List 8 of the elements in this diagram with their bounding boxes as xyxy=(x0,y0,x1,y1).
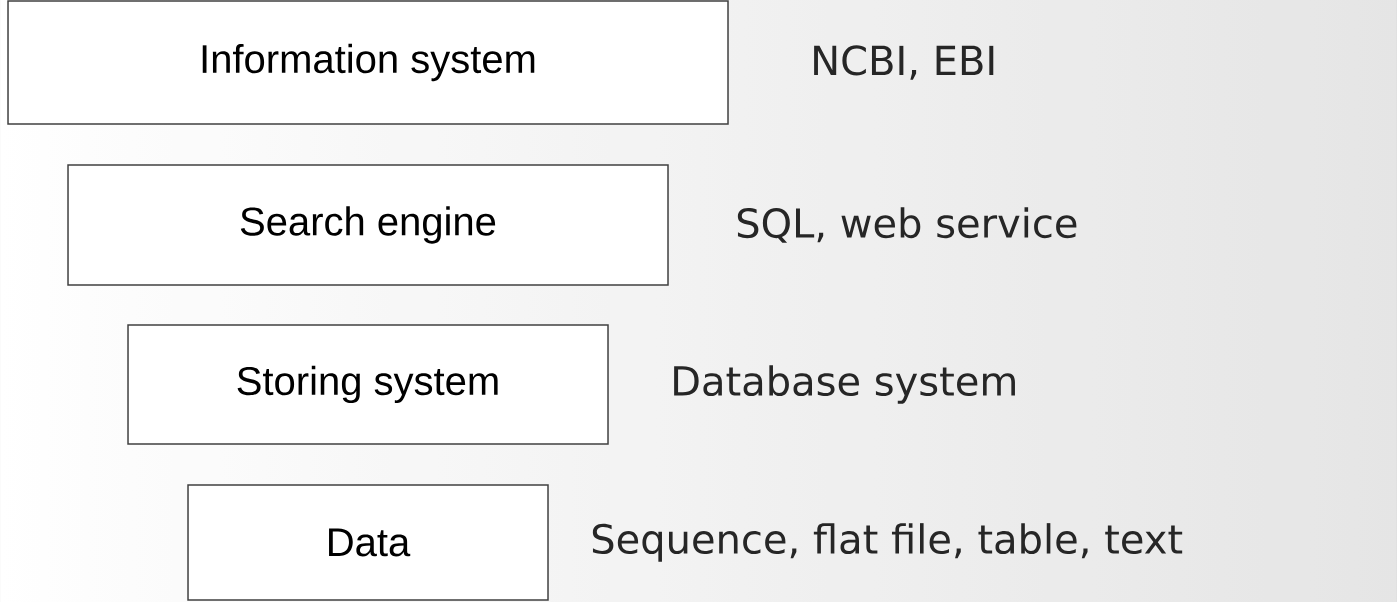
layer-box: Data xyxy=(187,484,549,601)
example-text: SQL, web service xyxy=(737,207,1077,243)
layer-box: Information system xyxy=(7,0,729,125)
example-text: NCBI, EBI xyxy=(814,45,994,80)
example-text: Database system xyxy=(674,365,1015,404)
layer-box: Search engine xyxy=(67,164,669,286)
layer-box: Storing system xyxy=(127,324,609,445)
example-text: Sequence, flat file, table, text xyxy=(592,523,1183,562)
